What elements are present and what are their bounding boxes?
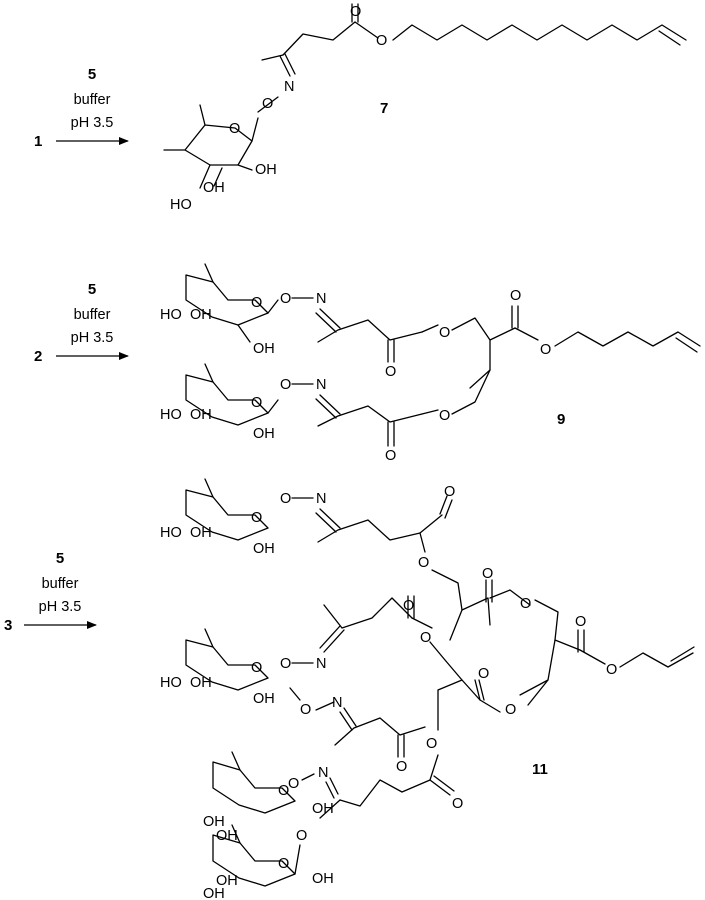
product-label-9: 9 bbox=[557, 411, 565, 428]
carbonyl-oxygen-11a: O bbox=[444, 484, 455, 500]
carbonyl-oxygen-11h: O bbox=[452, 796, 463, 812]
ester-oxygen-11a: O bbox=[418, 555, 429, 571]
carbonyl-oxygen-11d: O bbox=[575, 614, 586, 630]
reactant-label-2: 2 bbox=[34, 348, 42, 365]
reagent-label-1: 5 bbox=[88, 66, 96, 83]
hydroxyl-7a: OH bbox=[255, 162, 277, 178]
hydroxyl-9b2: OH bbox=[190, 407, 212, 423]
hydroxyl-11b1: HO bbox=[160, 675, 182, 691]
reagent-ph-1: pH 3.5 bbox=[71, 115, 114, 131]
ester-oxygen-11d: O bbox=[606, 662, 617, 678]
product-7-structure: O OH OH HO O N O O bbox=[163, 3, 687, 213]
oxime-oxygen-9b: O bbox=[280, 377, 291, 393]
reagent-label-3: 5 bbox=[56, 550, 64, 567]
product-11-structure: O HO OH OH O N O O O HO OH OH O N bbox=[160, 478, 695, 900]
carbonyl-oxygen-11b: O bbox=[403, 598, 414, 614]
hydroxyl-11d1: OH bbox=[203, 886, 225, 900]
oxime-oxygen-11c: O bbox=[300, 702, 311, 718]
hydroxyl-11d3: OH bbox=[312, 871, 334, 887]
oxime-nitrogen-9a: N bbox=[316, 291, 326, 307]
ester-oxygen-7: O bbox=[376, 33, 387, 49]
hydroxyl-11d2: OH bbox=[216, 873, 238, 889]
hydroxyl-9a2: OH bbox=[190, 307, 212, 323]
oxime-nitrogen-11d: N bbox=[318, 765, 328, 781]
hydroxyl-11b2: OH bbox=[190, 675, 212, 691]
carbonyl-oxygen-11f: O bbox=[478, 666, 489, 682]
reagent-buffer-2: buffer bbox=[74, 307, 111, 323]
ester-oxygen-11c: O bbox=[520, 596, 531, 612]
hydroxyl-7c: HO bbox=[170, 197, 192, 213]
hydroxyl-11c1: OH bbox=[203, 814, 225, 830]
ring-oxygen-11d: O bbox=[278, 856, 289, 872]
ring-oxygen-11c: O bbox=[278, 783, 289, 799]
reagent-buffer-3: buffer bbox=[42, 576, 79, 592]
product-label-7: 7 bbox=[380, 100, 388, 117]
oxime-oxygen-11a: O bbox=[280, 491, 291, 507]
hydroxyl-11a2: OH bbox=[190, 525, 212, 541]
hydroxyl-7b: OH bbox=[203, 180, 225, 196]
product-label-11: 11 bbox=[532, 761, 548, 778]
ring-oxygen-9a: O bbox=[251, 295, 262, 311]
product-9-structure: O HO OH OH O N O O O HO OH OH O N bbox=[160, 263, 701, 464]
ester-oxygen-11b: O bbox=[420, 630, 431, 646]
oxime-oxygen-11b: O bbox=[280, 656, 291, 672]
ring-oxygen-9b: O bbox=[251, 395, 262, 411]
hydroxyl-9a3: OH bbox=[253, 341, 275, 357]
oxime-nitrogen-9b: N bbox=[316, 377, 326, 393]
carbonyl-oxygen-11g: O bbox=[396, 759, 407, 775]
ring-oxygen-7: O bbox=[229, 121, 240, 137]
ring-oxygen-11b: O bbox=[251, 660, 262, 676]
hydroxyl-11c2: OH bbox=[216, 828, 238, 844]
reactant-label-3: 3 bbox=[4, 617, 12, 634]
reagent-ph-3: pH 3.5 bbox=[39, 599, 82, 615]
hydroxyl-9a1: HO bbox=[160, 307, 182, 323]
reactant-label-1: 1 bbox=[34, 133, 42, 150]
ester-oxygen-11e: O bbox=[505, 702, 516, 718]
ring-oxygen-11a: O bbox=[251, 510, 262, 526]
reagent-buffer-1: buffer bbox=[74, 92, 111, 108]
reagent-ph-2: pH 3.5 bbox=[71, 330, 114, 346]
oxime-nitrogen-11a: N bbox=[316, 491, 326, 507]
ester-oxygen-9c: O bbox=[540, 342, 551, 358]
hydroxyl-11a3: OH bbox=[253, 541, 275, 557]
hydroxyl-9b1: HO bbox=[160, 407, 182, 423]
hydroxyl-9b3: OH bbox=[253, 426, 275, 442]
oxime-nitrogen-11b: N bbox=[316, 656, 326, 672]
carbonyl-oxygen-7: O bbox=[350, 4, 361, 20]
reagent-label-2: 5 bbox=[88, 281, 96, 298]
reaction-3: 3 5 buffer pH 3.5 O HO OH OH O N O O O bbox=[4, 478, 695, 900]
carbonyl-oxygen-11c: O bbox=[482, 566, 493, 582]
hydroxyl-11a1: HO bbox=[160, 525, 182, 541]
hydroxyl-11b3: OH bbox=[253, 691, 275, 707]
oxime-nitrogen-7: N bbox=[284, 79, 294, 95]
oxime-oxygen-11d: O bbox=[288, 776, 299, 792]
ester-oxygen-11f: O bbox=[426, 736, 437, 752]
carbonyl-oxygen-9b: O bbox=[385, 448, 396, 464]
ester-oxygen-9b: O bbox=[439, 408, 450, 424]
oxime-nitrogen-11c: N bbox=[332, 695, 342, 711]
carbonyl-oxygen-9a: O bbox=[385, 364, 396, 380]
oxime-oxygen-7: O bbox=[262, 96, 273, 112]
oxime-oxygen-9a: O bbox=[280, 291, 291, 307]
reaction-1: 1 5 buffer pH 3.5 O OH OH HO O N O bbox=[34, 3, 687, 213]
hydroxyl-11c3: OH bbox=[312, 801, 334, 817]
ester-oxygen-9a: O bbox=[439, 325, 450, 341]
oxime-oxygen-11e: O bbox=[296, 828, 307, 844]
carbonyl-oxygen-9c: O bbox=[510, 288, 521, 304]
reaction-2: 2 5 buffer pH 3.5 O HO OH OH O N O O bbox=[34, 263, 701, 464]
